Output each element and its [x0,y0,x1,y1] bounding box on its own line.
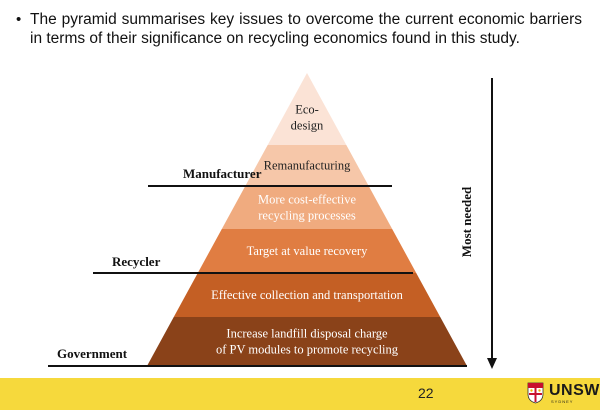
pyramid-tier-5-label: Effective collection and transportation [211,288,403,302]
pyramid-tier-4-label: Target at value recovery [247,244,368,258]
logo-subtext: SYDNEY [551,399,574,404]
pyramid-tier-4 [197,229,417,273]
pyramid-tier-2-label: Remanufacturing [264,159,352,173]
logo-text: UNSW [549,382,600,399]
pyramid-tier-3 [221,186,393,229]
bullet-point: • The pyramid summarises key issues to o… [16,10,582,48]
page-number: 22 [418,385,434,401]
unsw-logo: UNSW SYDNEY [527,381,600,407]
pyramid-tier-3-label: More cost-effective [258,193,356,207]
footer-bar [0,378,600,410]
pyramid-tier-6-label: Increase landfill disposal charge [226,327,388,341]
crest-icon [527,382,544,404]
stakeholder-recycler: Recycler [112,254,161,269]
bullet-dot-icon: • [16,11,22,28]
pyramid-tier-6-label: of PV modules to promote recycling [216,343,399,357]
pyramid-tier-1 [267,73,347,145]
most-needed-label: Most needed [459,186,474,257]
arrow-head-icon [487,358,497,369]
pyramid-tier-5 [173,273,441,317]
pyramid-tier-2 [245,145,369,186]
bullet-text: The pyramid summarises key issues to ove… [30,11,582,47]
pyramid-tier-1-label: Eco- [295,103,319,117]
pyramid-tiers [147,73,467,366]
pyramid-tier-6 [147,317,467,366]
pyramid-tier-3-label: recycling processes [258,209,356,223]
stakeholder-government: Government [57,346,128,361]
pyramid-tier-1-label: design [291,119,324,133]
stakeholder-manufacturer: Manufacturer [183,166,262,181]
